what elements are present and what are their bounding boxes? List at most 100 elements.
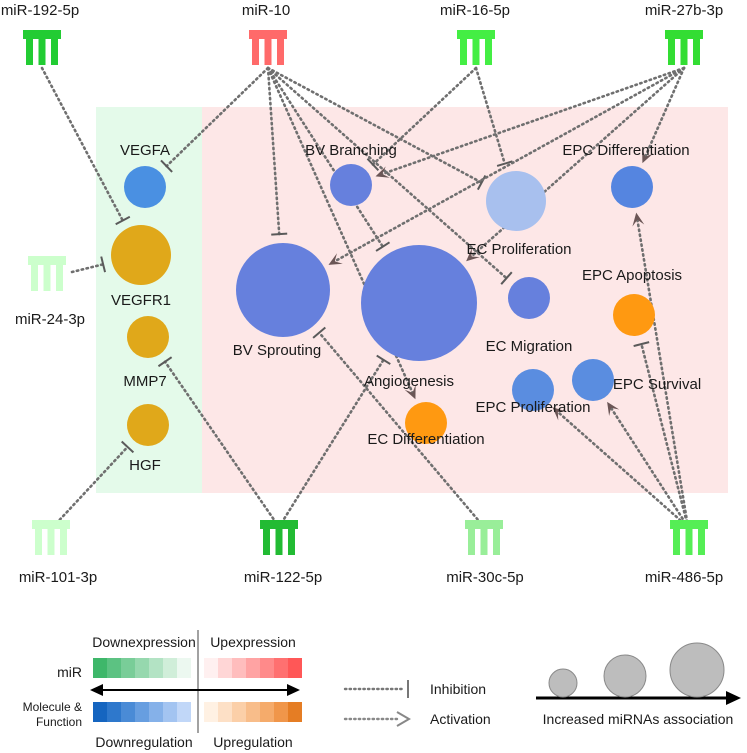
mirnas-layer: miR-192-5p miR-10 miR-16-5p miR-27b-3p miR-2…	[1, 2, 723, 586]
mirna-m27b: miR-27b-3p	[645, 2, 723, 65]
activation-arrowhead	[375, 166, 390, 178]
node-label: EPC Proliferation	[475, 399, 590, 416]
edge-m24-VEGFR1-inhibition	[70, 256, 107, 274]
edge-m16-BVB-inhibition	[366, 66, 478, 172]
edge-m486-EPCD-activation	[632, 212, 690, 529]
node-circle	[361, 245, 477, 361]
mirna-label: miR-486-5p	[645, 569, 723, 586]
inhibition-bar	[160, 159, 173, 173]
legend-activation-sample	[343, 711, 411, 727]
node-ecp: EC Proliferation	[466, 171, 572, 258]
mirna-label: miR-30c-5p	[446, 569, 524, 586]
legend-inhibition-sample	[343, 680, 409, 698]
activation-arrowhead	[328, 253, 343, 265]
mirna-label: miR-27b-3p	[645, 2, 723, 19]
edge-m122-MMP7-inhibition	[157, 356, 281, 529]
legend-size-scale	[536, 642, 741, 705]
node-label: EPC Apoptosis	[582, 267, 682, 284]
node-circle	[124, 166, 166, 208]
mirna-m101: miR-101-3p	[19, 520, 97, 586]
node-label: EPC Differentiation	[562, 142, 689, 159]
edge-m192-VEGFR1-inhibition	[40, 66, 131, 226]
node-circle	[127, 404, 169, 446]
edge-m16-ECP-inhibition	[474, 66, 513, 167]
legend-upexpression: Upexpression	[210, 634, 296, 650]
node-bvb: BV Branching	[305, 142, 397, 206]
node-circle	[111, 225, 171, 285]
edge-m10-ANG-inhibition	[266, 66, 391, 252]
inhibition-bar	[312, 326, 326, 339]
node-vegfa: VEGFA	[120, 142, 170, 208]
node-circle	[486, 171, 546, 231]
mirna-m122: miR-122-5p	[244, 520, 322, 586]
node-circle	[127, 316, 169, 358]
node-bvs: BV Sprouting	[233, 243, 330, 359]
node-label: Angiogenesis	[364, 373, 454, 390]
edge-m486-EPCA-inhibition	[633, 341, 690, 529]
mirna-label: miR-10	[242, 2, 290, 19]
legend-mir-label: miR	[57, 664, 82, 680]
node-circle	[236, 243, 330, 337]
edge-m30c-BVS-inhibition	[312, 326, 486, 529]
edge-m27b-EPCD-activation	[642, 66, 686, 164]
mirna-label: miR-16-5p	[440, 2, 510, 19]
node-hgf: HGF	[127, 404, 169, 474]
edge-m10-BVS-inhibition	[266, 66, 288, 236]
inhibition-bar	[366, 157, 380, 172]
inhibition-bar	[271, 232, 288, 236]
inhibition-bar	[633, 341, 650, 348]
legend-size-label: Increased miRNAs association	[543, 711, 734, 727]
activation-arrowhead	[466, 248, 480, 262]
activation-arrowhead	[607, 401, 620, 417]
node-circle	[330, 164, 372, 206]
inhibition-bar	[375, 241, 391, 252]
legend-inhibition-label: Inhibition	[430, 681, 486, 697]
activation-arrowhead	[642, 148, 654, 164]
mirna-m24: miR-24-3p	[15, 256, 85, 328]
node-circle	[508, 277, 550, 319]
activation-arrowhead	[632, 212, 645, 227]
legend-function-label: Function	[36, 715, 82, 729]
node-circle	[512, 369, 554, 411]
edge-m10-VEGFA-inhibition	[160, 66, 270, 173]
node-label: EC Proliferation	[466, 241, 571, 258]
node-circle	[572, 359, 614, 401]
node-label: EPC Survival	[613, 376, 701, 393]
mirna-label: miR-192-5p	[1, 2, 79, 19]
legend-molecule-label: Molecule &	[23, 700, 82, 714]
activation-arrowhead	[552, 407, 567, 421]
edge-m486-EPCP-activation	[552, 407, 690, 529]
legend: Downexpression Upexpression miR Molecule &F…	[23, 630, 741, 750]
mirna-label: miR-101-3p	[19, 569, 97, 586]
activation-arrowhead	[404, 384, 416, 400]
mirna-m486: miR-486-5p	[645, 520, 723, 586]
node-vegfr1: VEGFR1	[111, 225, 171, 309]
node-epcp: EPC Proliferation	[475, 369, 591, 416]
node-label: EC Migration	[486, 338, 573, 355]
node-label: HGF	[129, 457, 161, 474]
legend-activation-label: Activation	[430, 711, 491, 727]
legend-downexpression: Downexpression	[92, 634, 196, 650]
node-epca: EPC Apoptosis	[582, 267, 682, 336]
node-label: MMP7	[123, 373, 166, 390]
mirna-m10: miR-10	[242, 2, 290, 65]
node-epcs: EPC Survival	[572, 359, 701, 401]
node-label: VEGFA	[120, 142, 170, 159]
inhibition-bar	[115, 215, 131, 226]
inhibition-bar	[157, 356, 173, 368]
mirna-label: miR-24-3p	[15, 311, 85, 328]
legend-downregulation: Downregulation	[95, 734, 192, 750]
node-circle	[405, 402, 447, 444]
node-circle	[613, 294, 655, 336]
edge-m27b-BVS-activation	[328, 66, 686, 265]
legend-mir-scale	[93, 658, 302, 678]
legend-molecule-function-scale	[93, 702, 302, 722]
inhibition-bar	[121, 440, 135, 454]
node-label: VEGFR1	[111, 292, 171, 309]
node-circle	[611, 166, 653, 208]
node-label: BV Sprouting	[233, 342, 321, 359]
inhibition-bar	[496, 160, 513, 167]
node-ecm: EC Migration	[486, 277, 573, 355]
